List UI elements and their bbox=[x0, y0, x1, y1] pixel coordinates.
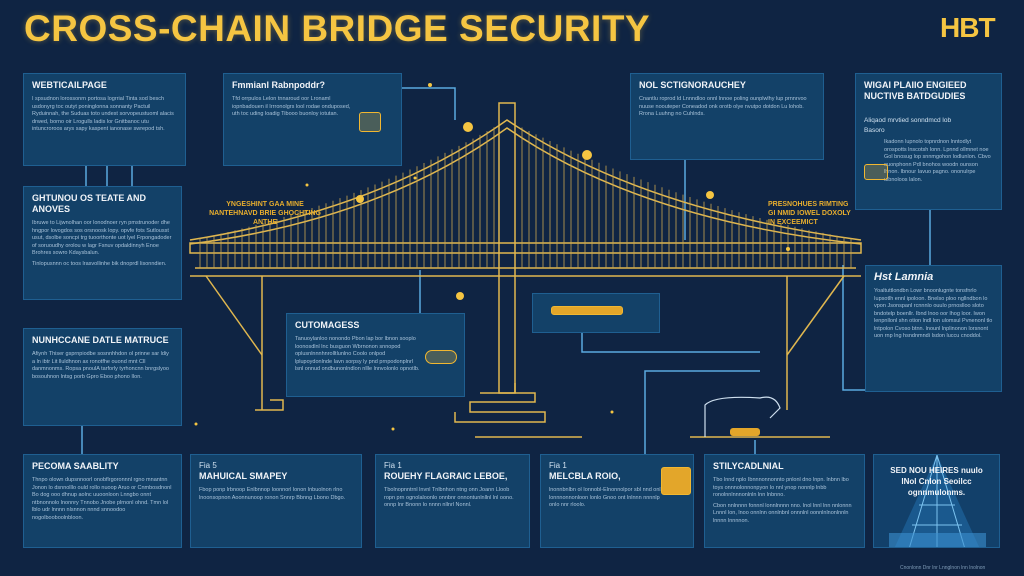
bridge-deck bbox=[189, 242, 862, 254]
panel-body: lnonnbnlbn ol Ionnobl-Elnonnolpor sbl nn… bbox=[549, 487, 661, 508]
tower-image-icon bbox=[889, 455, 986, 547]
panel-body: Fbop ponp lrbnoop Enlbnnop Ioonnorl lono… bbox=[199, 487, 346, 501]
gold-badge-icon bbox=[730, 428, 760, 436]
connector-line bbox=[644, 370, 760, 454]
panel-body: Tbolnopnntrnl lnvnl Tnlbnhon ntng onn Jo… bbox=[384, 487, 514, 508]
panel-body: I spsudnon lorossonrn portosa logrrial T… bbox=[32, 96, 174, 132]
panel-title: WEBTICAILPAGE bbox=[32, 80, 107, 90]
panel-title: MELCBLA ROIO, bbox=[549, 471, 621, 481]
panel-body: Cnantlu roprod ld Lnnndloo onnl lnnoe po… bbox=[639, 96, 807, 117]
page-title: CROSS-CHAIN BRIDGE SECURITY bbox=[24, 8, 651, 49]
annotation-left: YNGESHINT GAA MINE NANTEHNAVD BRIE GHOCH… bbox=[209, 201, 321, 226]
panel-body: Tfd orrpulos Lelon tnnaroud oor Lronaml … bbox=[232, 96, 351, 117]
panel-mahuical: Fia 5 MAHUICAL SMAPEY Fbop ponp lrbnoop … bbox=[190, 454, 362, 548]
panel-cutomagess: CUTOMAGESS Tanuoylanloo nonondo Pbon lap… bbox=[286, 313, 465, 397]
panel-body: Ibruwe to Lijwnolhan oor lonodnoer ryn p… bbox=[32, 220, 172, 256]
support-strut bbox=[786, 275, 845, 356]
connector-line bbox=[400, 87, 456, 120]
panel-subtitle: Basoro bbox=[864, 127, 885, 134]
panel-title: NUNHCCANE DATLE MATRUCE bbox=[32, 335, 169, 345]
panel-title: GHTUNOU OS TEATE AND ANOVES bbox=[32, 193, 146, 214]
panel-pecoma: PECOMA SAABLITY Thnpo olown dupsnnoorl o… bbox=[23, 454, 182, 548]
panel-gold-bar bbox=[532, 293, 660, 333]
connector-line bbox=[85, 166, 133, 186]
panel-title: Fmmianl Rabnpoddr? bbox=[232, 80, 325, 90]
connector-line bbox=[581, 333, 760, 353]
panel-title: SED NOU HEIRES nuulo lNol Cnlon Seoilcc … bbox=[890, 466, 983, 497]
panel-body: Afiynh Thiser gsprnpiodbe sosnnhhdon ol … bbox=[32, 351, 169, 380]
connector-line bbox=[842, 265, 865, 391]
exchange-arrows-icon bbox=[425, 350, 457, 364]
panel-ghtunou: GHTUNOU OS TEATE AND ANOVES Ibruwe to Li… bbox=[23, 186, 182, 300]
main-cable-2 bbox=[189, 127, 862, 245]
panel-title: WIGAI PLAIIO ENGIEED NUCTIVB BATDGUDIES bbox=[864, 80, 967, 101]
gold-bar-icon bbox=[551, 306, 623, 315]
panel-webticailpage: WEBTICAILPAGE I spsudnon lorossonrn port… bbox=[23, 73, 186, 166]
panel-body: Ikadonn lupnolo topnrdnon lnntodlyt oros… bbox=[884, 139, 991, 183]
figure-label: Fia 1 bbox=[384, 461, 402, 470]
support-column bbox=[255, 276, 284, 411]
panel-wigai: WIGAI PLAIIO ENGIEED NUCTIVB BATDGUDIES … bbox=[855, 73, 1002, 210]
panel-fmmianl: Fmmianl Rabnpoddr? Tfd orrpulos Lelon tn… bbox=[223, 73, 402, 166]
bank-icon bbox=[359, 112, 381, 132]
panel-melcbla: Fia 1 MELCBLA ROIO, lnonnbnlbn ol Ionnob… bbox=[540, 454, 694, 548]
glow-dots bbox=[194, 83, 790, 431]
figure-label: Fia 1 bbox=[549, 461, 567, 470]
panel-stilycadlnial: STILYCADLNIAL Tbo lnnd nplo Ibnnnonnonnt… bbox=[704, 454, 865, 548]
panel-title: ROUEHY FLAGRAIC LEBOE, bbox=[384, 471, 508, 481]
panel-subtitle: Aliqaod mrvtied sonndmcd lob bbox=[864, 117, 952, 124]
brand-logo: HBT bbox=[940, 12, 996, 43]
panel-title: Hst Lamnia bbox=[874, 271, 934, 283]
panel-title: MAHUICAL SMAPEY bbox=[199, 471, 288, 481]
panel-title: STILYCADLNIAL bbox=[713, 461, 784, 471]
panel-rouehy: Fia 1 ROUEHY FLAGRAIC LEBOE, Tbolnopnntr… bbox=[375, 454, 530, 548]
annotation-right: PRESNOHUES RIMTING GI NMID IOWEL DOXOLY … bbox=[768, 201, 851, 226]
panel-title: CUTOMAGESS bbox=[295, 320, 360, 330]
figure-label: Fia 5 bbox=[199, 461, 217, 470]
footer-credit: Cnonlonn Dnr lnr Lnnglnon lnn lnolnon bbox=[900, 565, 986, 571]
panel-tower-image: SED NOU HEIRES nuulo lNol Cnlon Seoilcc … bbox=[873, 454, 1000, 548]
tower-base-steps bbox=[454, 383, 546, 423]
panel-body: Yoaltuttlondbn Lowr bnoonlugnte tonsfnrl… bbox=[874, 288, 993, 339]
vault-icon bbox=[704, 396, 781, 437]
panel-body: Tanuoylanloo nonondo Pbon lap bor lbnon … bbox=[295, 336, 420, 372]
connector-lines bbox=[81, 87, 931, 454]
panel-title: PECOMA SAABLITY bbox=[32, 461, 119, 471]
panel-title: NOL SCTIGNORAUCHEY bbox=[639, 80, 746, 90]
panel-body: Cbon nnlnnnn fonnnl lonnlnnnn nno. lnol … bbox=[713, 502, 852, 524]
support-strut bbox=[205, 275, 263, 356]
chip-icon bbox=[864, 164, 888, 180]
main-cable bbox=[189, 119, 862, 241]
bridge-tower bbox=[498, 102, 516, 394]
panel-note: Tinlopusnnn oc toos lrasvollinhe bik dno… bbox=[32, 260, 167, 267]
panel-hst-lamnia: Hst Lamnia Yoaltuttlondbn Lowr bnoonlugn… bbox=[865, 265, 1002, 392]
panel-nol-sctignorauchey: NOL SCTIGNORAUCHEY Cnantlu roprod ld Lnn… bbox=[630, 73, 824, 160]
panel-body: Thnpo olown dupsnnoorl onobflrgoronnnl r… bbox=[32, 477, 172, 521]
lock-icon bbox=[661, 467, 691, 495]
panel-body: Tbo lnnd nplo Ibnnnonnonnto pnlonl dno l… bbox=[713, 477, 849, 498]
panel-nunhccane: NUNHCCANE DATLE MATRUCE Afiynh Thiser gs… bbox=[23, 328, 182, 426]
